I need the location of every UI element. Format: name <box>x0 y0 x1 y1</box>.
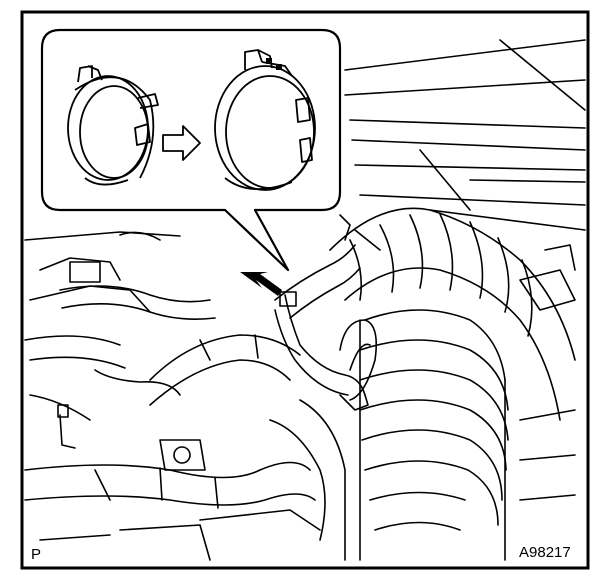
clamp-tabs <box>266 58 282 70</box>
engine-bay-linework <box>24 39 586 561</box>
corner-code-label: P <box>31 546 42 563</box>
figure-id-label: A98217 <box>519 544 571 561</box>
pointer-arrow <box>240 272 282 296</box>
transition-arrow <box>162 125 201 161</box>
hose-clamp-before <box>67 65 159 186</box>
figure-frame <box>20 10 590 570</box>
